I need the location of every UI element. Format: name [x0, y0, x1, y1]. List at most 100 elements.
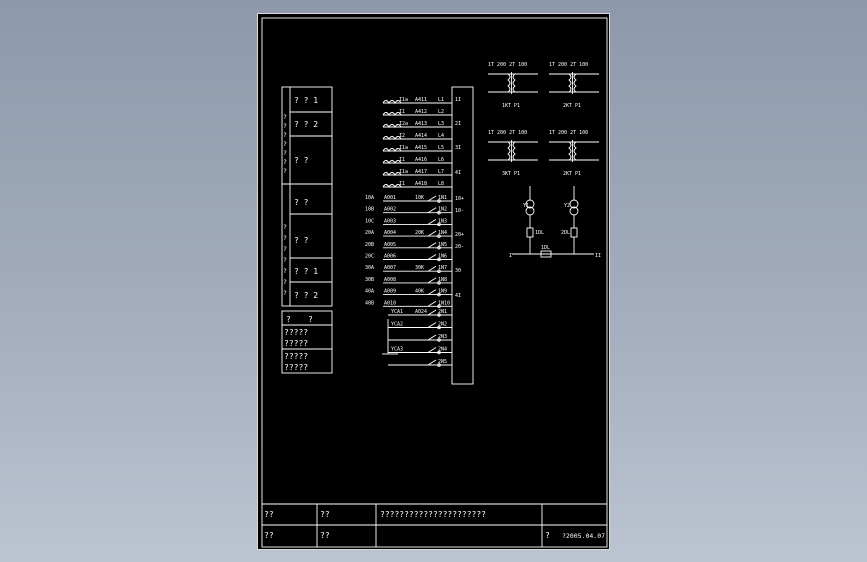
terminal-group-label: 20- — [455, 244, 464, 250]
title-cell-4: ?? — [264, 531, 274, 540]
legend-left-mark: ? — [283, 149, 287, 157]
terminal-mid-label: A004 — [384, 230, 396, 236]
terminal-end-label: 1N9 — [438, 289, 447, 295]
transformer: 1T 200 2T 100 3KT P1 — [488, 130, 538, 177]
legend-row-3: ? ? — [294, 156, 309, 165]
legend-left-mark: ? — [283, 256, 287, 264]
terminal-end-label: 1N1 — [438, 195, 447, 201]
terminal-end-label: 1N3 — [438, 218, 447, 224]
terminal-wire-label: 30B — [365, 277, 374, 283]
terminal-end-label: 1N2 — [438, 207, 447, 213]
transformer-caption: 1KT P1 — [502, 103, 520, 109]
terminal-mid-label: I1 — [399, 157, 405, 163]
terminal-wire-label: 40A — [365, 289, 374, 295]
title-block: ?? ?? ?????????????????????? ?? ?? ? ?20… — [262, 503, 607, 547]
terminal-wire-label: 30A — [365, 265, 374, 271]
control-row: YCA2 2N2 — [388, 322, 452, 330]
control-end-label: 2N4 — [438, 347, 447, 353]
legend-row-1: ? ? 1 — [294, 96, 318, 105]
terminal-wire-label: 20B — [365, 242, 374, 248]
terminal-tag-label: A415 — [415, 145, 427, 151]
legend-left-mark: ? — [283, 131, 287, 139]
transformer-top-label: 1T 200 2T 100 — [488, 62, 527, 68]
drawing-date: ?2005.04.07 — [562, 532, 605, 540]
terminal-group-label: 4I — [455, 170, 461, 176]
terminal-tag-label: 20K — [415, 230, 424, 236]
control-end-label: 2N5 — [438, 359, 447, 365]
control-left-label: YCA2 — [391, 322, 403, 328]
terminal-mid-label: I1a — [399, 169, 408, 175]
info-row-1: ????? — [284, 328, 308, 337]
terminal-row: 30A A007 30K 1N7 — [365, 265, 452, 273]
info-row-3: ????? — [284, 352, 308, 361]
legend-left-mark: ? — [283, 267, 287, 275]
terminal-end-label: L7 — [438, 169, 444, 175]
legend-row-6: ? ? 1 — [294, 267, 318, 276]
terminal-end-label: L3 — [438, 121, 444, 127]
terminal-mid-label: A008 — [384, 277, 396, 283]
terminal-tag-label: A411 — [415, 97, 427, 103]
transformer-top-label: 1T 200 2T 100 — [549, 62, 588, 68]
transformer-caption: 2KT P1 — [563, 171, 581, 177]
terminal-end-label: L5 — [438, 145, 444, 151]
legend-left-mark: ? — [283, 140, 287, 148]
circuit-label-1dl: 1DL — [535, 230, 544, 236]
terminal-group-label: 10+ — [455, 196, 464, 202]
terminal-tag-label: 10K — [415, 195, 424, 201]
terminal-tag-label: A417 — [415, 169, 427, 175]
circuit-label-bus: 1DL — [541, 245, 550, 251]
terminal-mid-label: I2 — [399, 133, 405, 139]
title-cell-6: ? — [545, 531, 550, 540]
transformer-caption: 2KT P1 — [563, 103, 581, 109]
drawing-title: ?????????????????????? — [380, 510, 486, 519]
terminal-mid-label: A007 — [384, 265, 396, 271]
legend-left-mark: ? — [283, 158, 287, 166]
terminal-mid-label: I1a — [399, 145, 408, 151]
transformer: 1T 200 2T 100 2KT P1 — [549, 62, 599, 109]
terminal-wire-label: 20C — [365, 254, 374, 260]
terminal-end-label: 1N4 — [438, 230, 447, 236]
legend-left-mark: ? — [283, 113, 287, 121]
terminal-wire-label: 10B — [365, 207, 374, 213]
terminal-end-label: 1N7 — [438, 265, 447, 271]
terminal-mid-label: I1a — [399, 97, 408, 103]
control-left-label: YCA1 — [391, 309, 403, 315]
terminal-mid-label: I1 — [399, 109, 405, 115]
legend-left-mark: ? — [283, 223, 287, 231]
terminal-mid-label: A001 — [384, 195, 396, 201]
legend-row-7: ? ? 2 — [294, 291, 318, 300]
control-mid-label: A024 — [415, 309, 427, 315]
terminal-row: 20C A006 1N6 — [365, 254, 452, 262]
terminal-wire-label: 20A — [365, 230, 374, 236]
terminal-mid-label: I1 — [399, 181, 405, 187]
info-table: ? ? ????? ????? ????? ????? — [281, 310, 333, 374]
circuit-end-left: I — [509, 253, 512, 259]
control-left-label: YCA3 — [391, 347, 403, 353]
transformer-caption: 3KT P1 — [502, 171, 520, 177]
transformer-top-label: 1T 200 2T 100 — [488, 130, 527, 136]
control-end-label: 2N2 — [438, 322, 447, 328]
terminal-tag-label: 30K — [415, 265, 424, 271]
terminal-tag-label: A412 — [415, 109, 427, 115]
legend-row-4: ? ? — [294, 198, 309, 207]
control-row: YCA3 2N4 — [388, 347, 452, 355]
info-row-4: ????? — [284, 363, 308, 372]
legend-left-marks: ?????????????? — [283, 113, 287, 297]
circuit-end-right: II — [595, 253, 601, 259]
terminal-group-label: 1I — [455, 97, 461, 103]
terminal-group-label: 10- — [455, 208, 464, 214]
terminal-wire-label: 40B — [365, 300, 374, 306]
terminal-mid-label: A006 — [384, 254, 396, 260]
inner-frame — [261, 17, 608, 548]
terminal-end-label: L4 — [438, 133, 444, 139]
control-end-label: 2N3 — [438, 334, 447, 340]
circuit-label-y2: Y2 — [564, 203, 570, 209]
transformer: 1T 200 2T 100 1KT P1 — [488, 62, 538, 109]
terminal-end-label: 1N6 — [438, 254, 447, 260]
